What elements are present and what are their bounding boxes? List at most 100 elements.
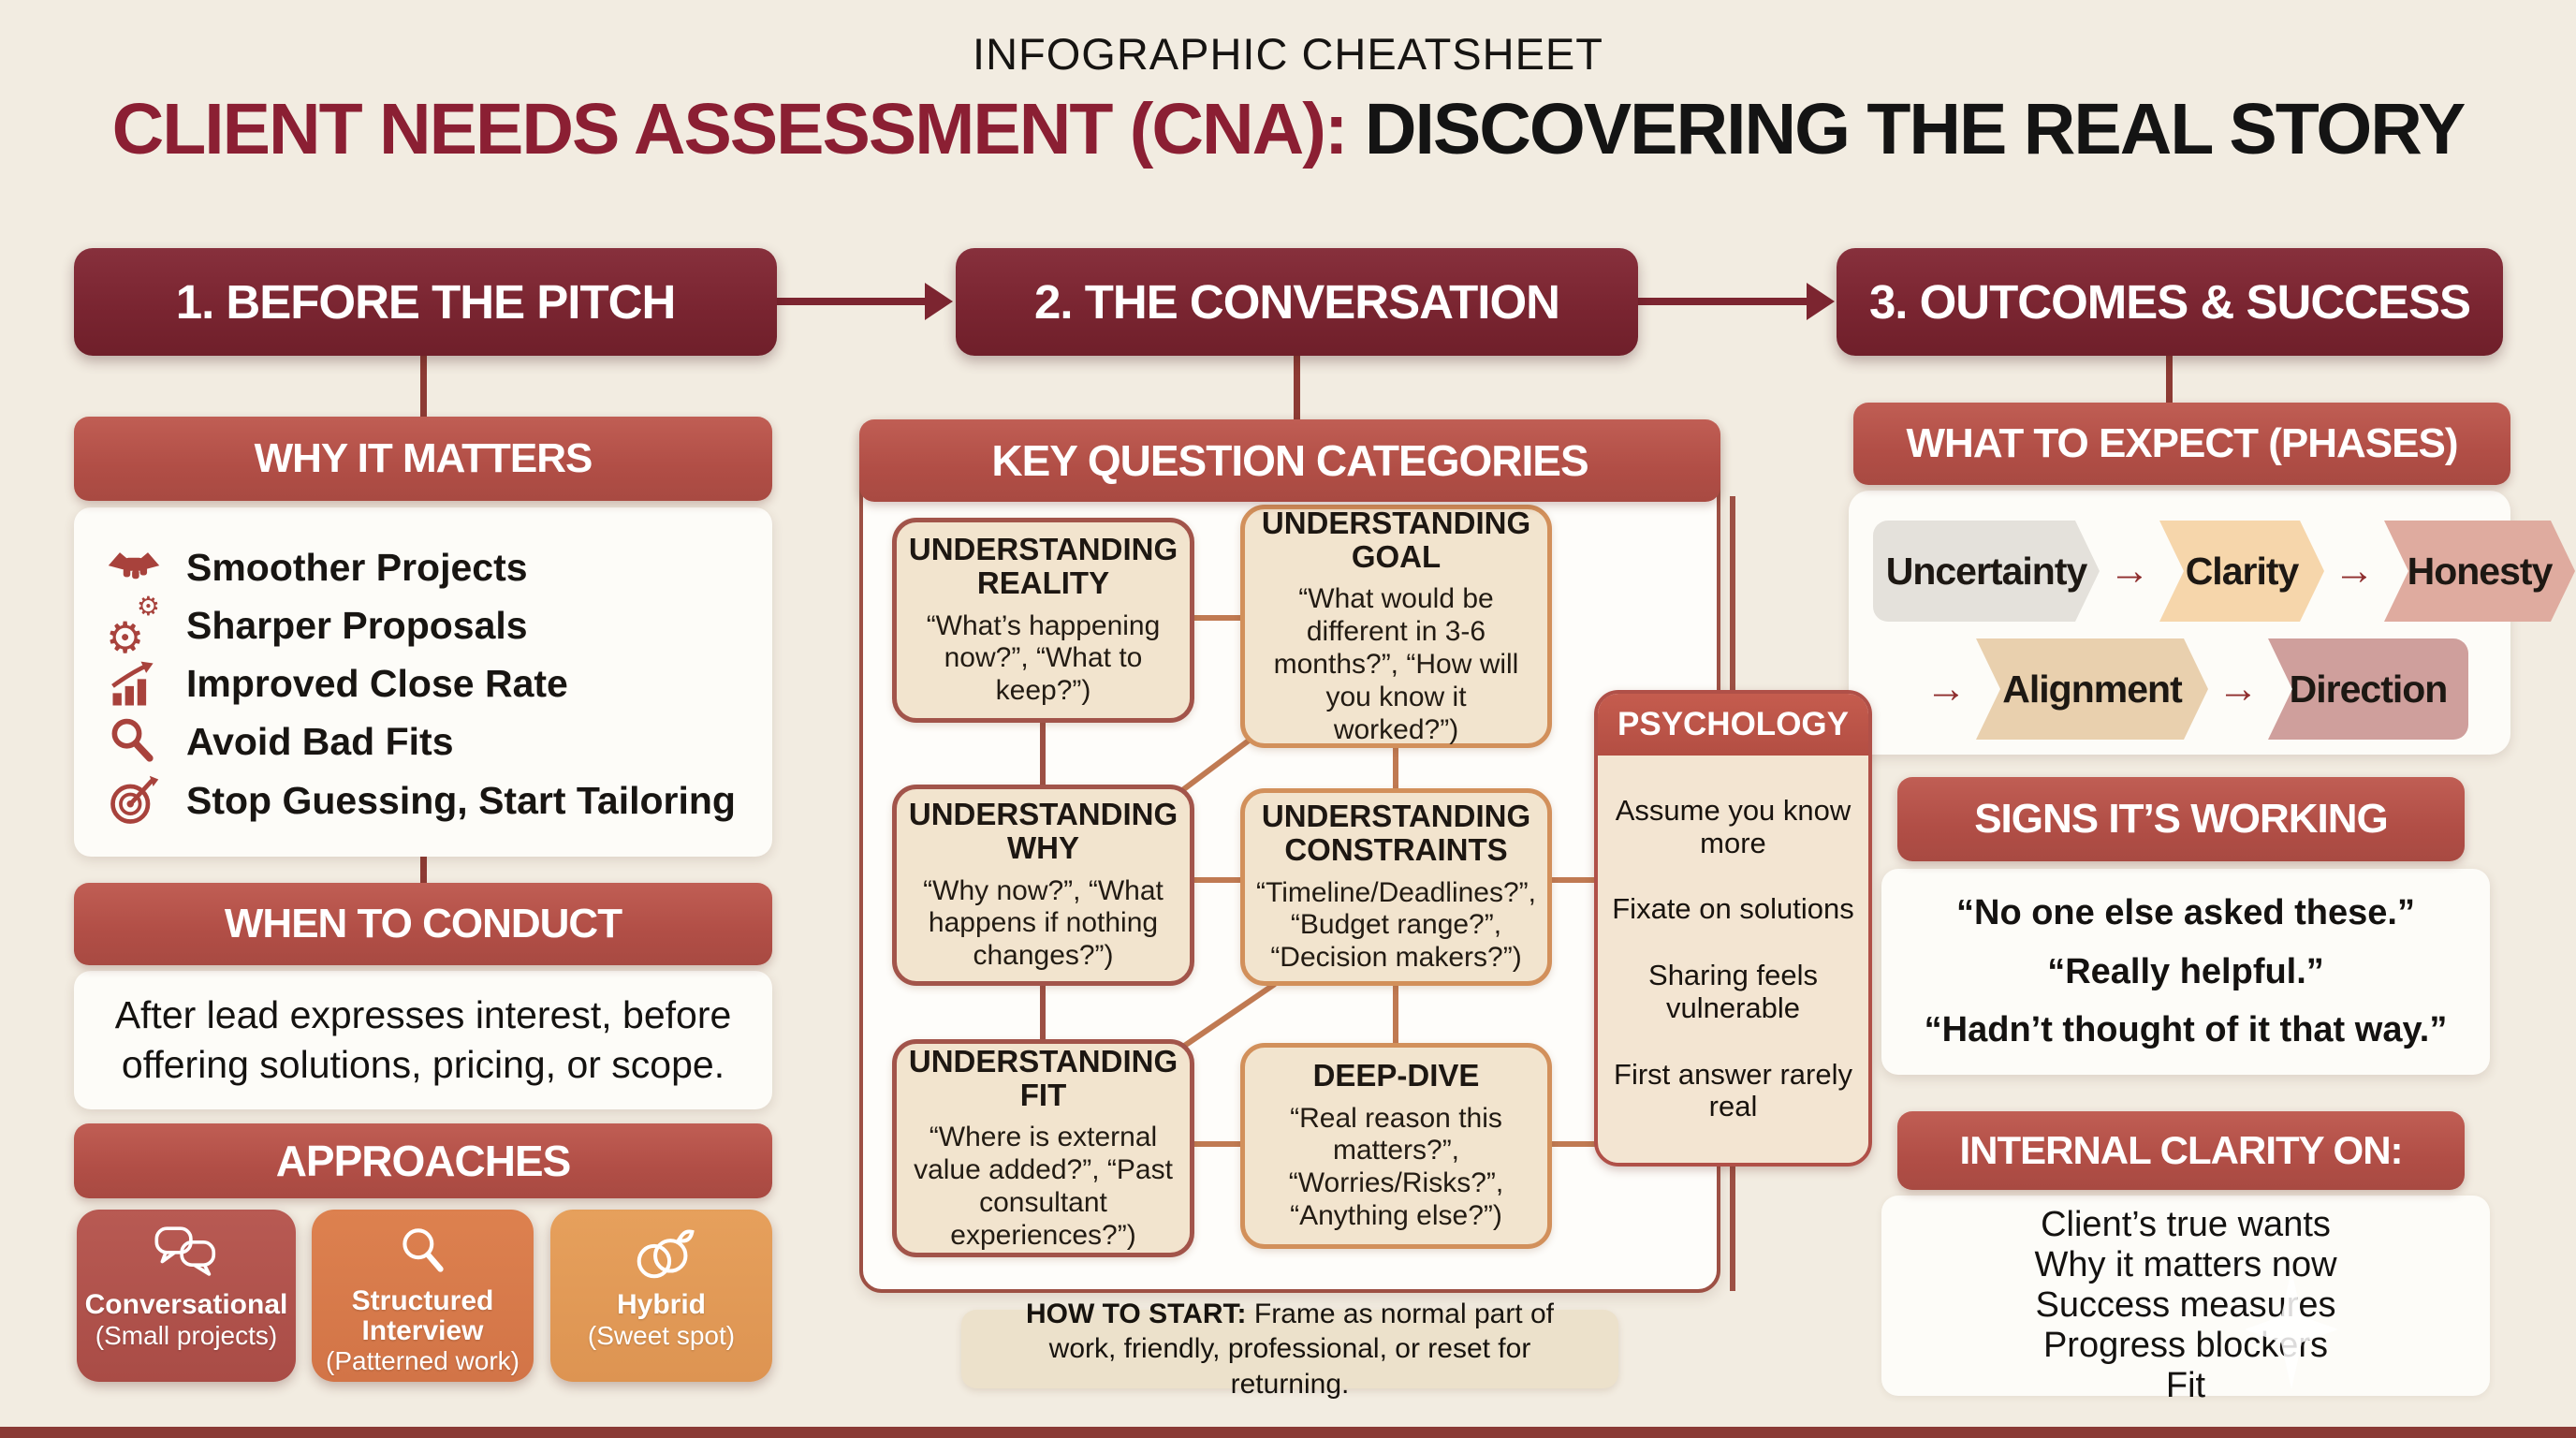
section-header-label: PSYCHOLOGY	[1617, 706, 1849, 742]
question-box-understanding-fit: UNDERSTANDING FIT “Where is external val…	[892, 1039, 1194, 1257]
approach-card-subtitle: (Small projects)	[95, 1320, 278, 1350]
arrow-right-icon: →	[2217, 666, 2259, 712]
psychology-item: Fixate on solutions	[1612, 892, 1854, 926]
question-box-understanding-constraints: UNDERSTANDING CONSTRAINTS “Timeline/Dead…	[1240, 788, 1552, 986]
phase-label: Uncertainty	[1885, 549, 2087, 593]
approach-card-conversational: Conversational (Small projects)	[77, 1210, 296, 1382]
step-header-outcomes-success: 3. OUTCOMES & SUCCESS	[1837, 248, 2503, 356]
overlap-circles-icon	[627, 1223, 696, 1284]
psychology-box: PSYCHOLOGY Assume you know more Fixate o…	[1594, 690, 1872, 1167]
why-it-matters-card: Smoother Projects ⚙⚙ Sharper Proposals I…	[74, 507, 772, 857]
list-item-label: Avoid Bad Fits	[186, 720, 454, 764]
when-to-conduct-card: After lead expresses interest, before of…	[74, 971, 772, 1109]
approach-card-subtitle: (Patterned work)	[326, 1346, 520, 1375]
flow-arrow-line	[777, 298, 927, 305]
handshake-icon	[106, 539, 162, 595]
psychology-header: PSYCHOLOGY	[1598, 694, 1868, 756]
question-box-body: “Why now?”, “What happens if nothing cha…	[923, 874, 1164, 972]
psychology-item: Sharing feels vulnerable	[1648, 959, 1818, 1024]
question-box-title: UNDERSTANDING GOAL	[1261, 505, 1531, 575]
section-header-label: KEY QUESTION CATEGORIES	[991, 436, 1588, 485]
clarity-item: Success measures	[2035, 1285, 2336, 1325]
clarity-item: Progress blockers	[2042, 1326, 2329, 1365]
magnifier-icon	[392, 1223, 454, 1281]
arrow-right-icon: →	[1925, 666, 1967, 712]
approaches-header: APPROACHES	[74, 1123, 772, 1198]
phase-label: Clarity	[2185, 549, 2299, 593]
list-item-label: Stop Guessing, Start Tailoring	[186, 778, 736, 822]
question-box-body: “Timeline/Deadlines?”, “Budget range?”, …	[1256, 876, 1537, 974]
list-item: Improved Close Rate	[106, 656, 744, 712]
psychology-list: Assume you know more Fixate on solutions…	[1598, 756, 1868, 1163]
connector-line	[2166, 356, 2173, 404]
when-to-conduct-header: WHEN TO CONDUCT	[74, 883, 772, 965]
list-item: Smoother Projects	[106, 539, 744, 595]
how-to-start-label: HOW TO START:	[1026, 1298, 1247, 1329]
list-item: Avoid Bad Fits	[106, 714, 744, 770]
clarity-item: Client’s true wants	[2041, 1205, 2331, 1244]
step-header-label: 1. BEFORE THE PITCH	[175, 275, 677, 329]
why-it-matters-header: WHY IT MATTERS	[74, 417, 772, 501]
section-header-label: SIGNS IT’S WORKING	[1974, 796, 2389, 842]
approach-card-subtitle: (Sweet spot)	[587, 1320, 736, 1350]
section-header-label: APPROACHES	[275, 1137, 572, 1185]
how-to-start-text: Frame as normal part of work, friendly, …	[1048, 1298, 1554, 1400]
approach-card-structured-interview: Structured Interview (Patterned work)	[312, 1210, 534, 1382]
phase-label: Direction	[2289, 667, 2449, 711]
page-title-accent: CLIENT NEEDS ASSESSMENT (CNA):	[111, 89, 1349, 169]
question-box-understanding-goal: UNDERSTANDING GOAL “What would be differ…	[1240, 505, 1552, 748]
phase-label: Honesty	[2407, 549, 2553, 593]
arrow-right-icon: →	[2109, 548, 2150, 594]
list-item-label: Improved Close Rate	[186, 662, 568, 705]
question-box-understanding-reality: UNDERSTANDING REALITY “What’s happening …	[892, 518, 1194, 723]
when-to-conduct-text: After lead expresses interest, before of…	[114, 992, 732, 1086]
internal-clarity-header: INTERNAL CLARITY ON:	[1897, 1111, 2465, 1190]
question-box-title: UNDERSTANDING WHY	[908, 797, 1178, 866]
list-item: Stop Guessing, Start Tailoring	[106, 772, 744, 829]
page-title: CLIENT NEEDS ASSESSMENT (CNA): DISCOVERI…	[0, 88, 2576, 171]
phases-panel: Uncertainty → Clarity → Honesty → Alignm…	[1849, 491, 2510, 755]
flow-arrow-head-icon	[1807, 283, 1835, 320]
phases-row-2: → Alignment → Direction	[1925, 638, 2468, 740]
phase-alignment: Alignment	[1976, 638, 2208, 740]
phase-label: Alignment	[2002, 667, 2182, 711]
internal-clarity-card: Client’s true wants Why it matters now S…	[1881, 1196, 2490, 1405]
how-to-start-bar: HOW TO START: Frame as normal part of wo…	[961, 1299, 1618, 1400]
step-header-the-conversation: 2. THE CONVERSATION	[956, 248, 1638, 356]
page-title-rest: DISCOVERING THE REAL STORY	[1346, 89, 2466, 169]
list-item: ⚙⚙ Sharper Proposals	[106, 592, 744, 663]
target-dart-icon	[106, 772, 162, 829]
clarity-item: Why it matters now	[2034, 1245, 2337, 1284]
question-box-body: “What would be different in 3-6 months?”…	[1273, 583, 1519, 745]
signs-its-working-header: SIGNS IT’S WORKING	[1897, 777, 2465, 861]
psychology-item: Assume you know more	[1615, 793, 1852, 859]
kicker-title: INFOGRAPHIC CHEATSHEET	[973, 29, 1603, 79]
approach-card-hybrid: Hybrid (Sweet spot)	[550, 1210, 772, 1382]
connector-line	[420, 854, 427, 886]
phase-uncertainty: Uncertainty	[1873, 521, 2100, 622]
connector-line	[1294, 356, 1300, 421]
phase-clarity: Clarity	[2159, 521, 2324, 622]
section-header-label: WHEN TO CONDUCT	[224, 901, 622, 946]
gears-icon: ⚙⚙	[106, 592, 160, 663]
question-box-title: UNDERSTANDING FIT	[908, 1043, 1178, 1112]
list-item-label: Sharper Proposals	[186, 603, 528, 647]
psychology-item: First answer rarely real	[1614, 1057, 1852, 1123]
phases-row-1: Uncertainty → Clarity → Honesty	[1873, 521, 2575, 622]
quote-text: “Hadn’t thought of it that way.”	[1924, 1010, 2448, 1050]
question-box-title: UNDERSTANDING CONSTRAINTS	[1261, 799, 1531, 868]
phase-honesty: Honesty	[2384, 521, 2575, 622]
growth-chart-icon	[106, 656, 162, 712]
quote-text: “No one else asked these.”	[1956, 892, 2415, 932]
question-box-body: “Where is external value added?”, “Past …	[914, 1122, 1173, 1251]
question-box-understanding-why: UNDERSTANDING WHY “Why now?”, “What happ…	[892, 785, 1194, 986]
connector-line	[420, 356, 427, 418]
bottom-accent-bar	[0, 1427, 2576, 1438]
question-box-title: UNDERSTANDING REALITY	[908, 532, 1178, 601]
flow-arrow-line	[1638, 298, 1808, 305]
flow-arrow-head-icon	[925, 283, 953, 320]
signs-its-working-card: “No one else asked these.” “Really helpf…	[1881, 869, 2490, 1075]
step-header-label: 2. THE CONVERSATION	[1034, 275, 1560, 329]
speech-bubbles-icon	[150, 1223, 223, 1284]
